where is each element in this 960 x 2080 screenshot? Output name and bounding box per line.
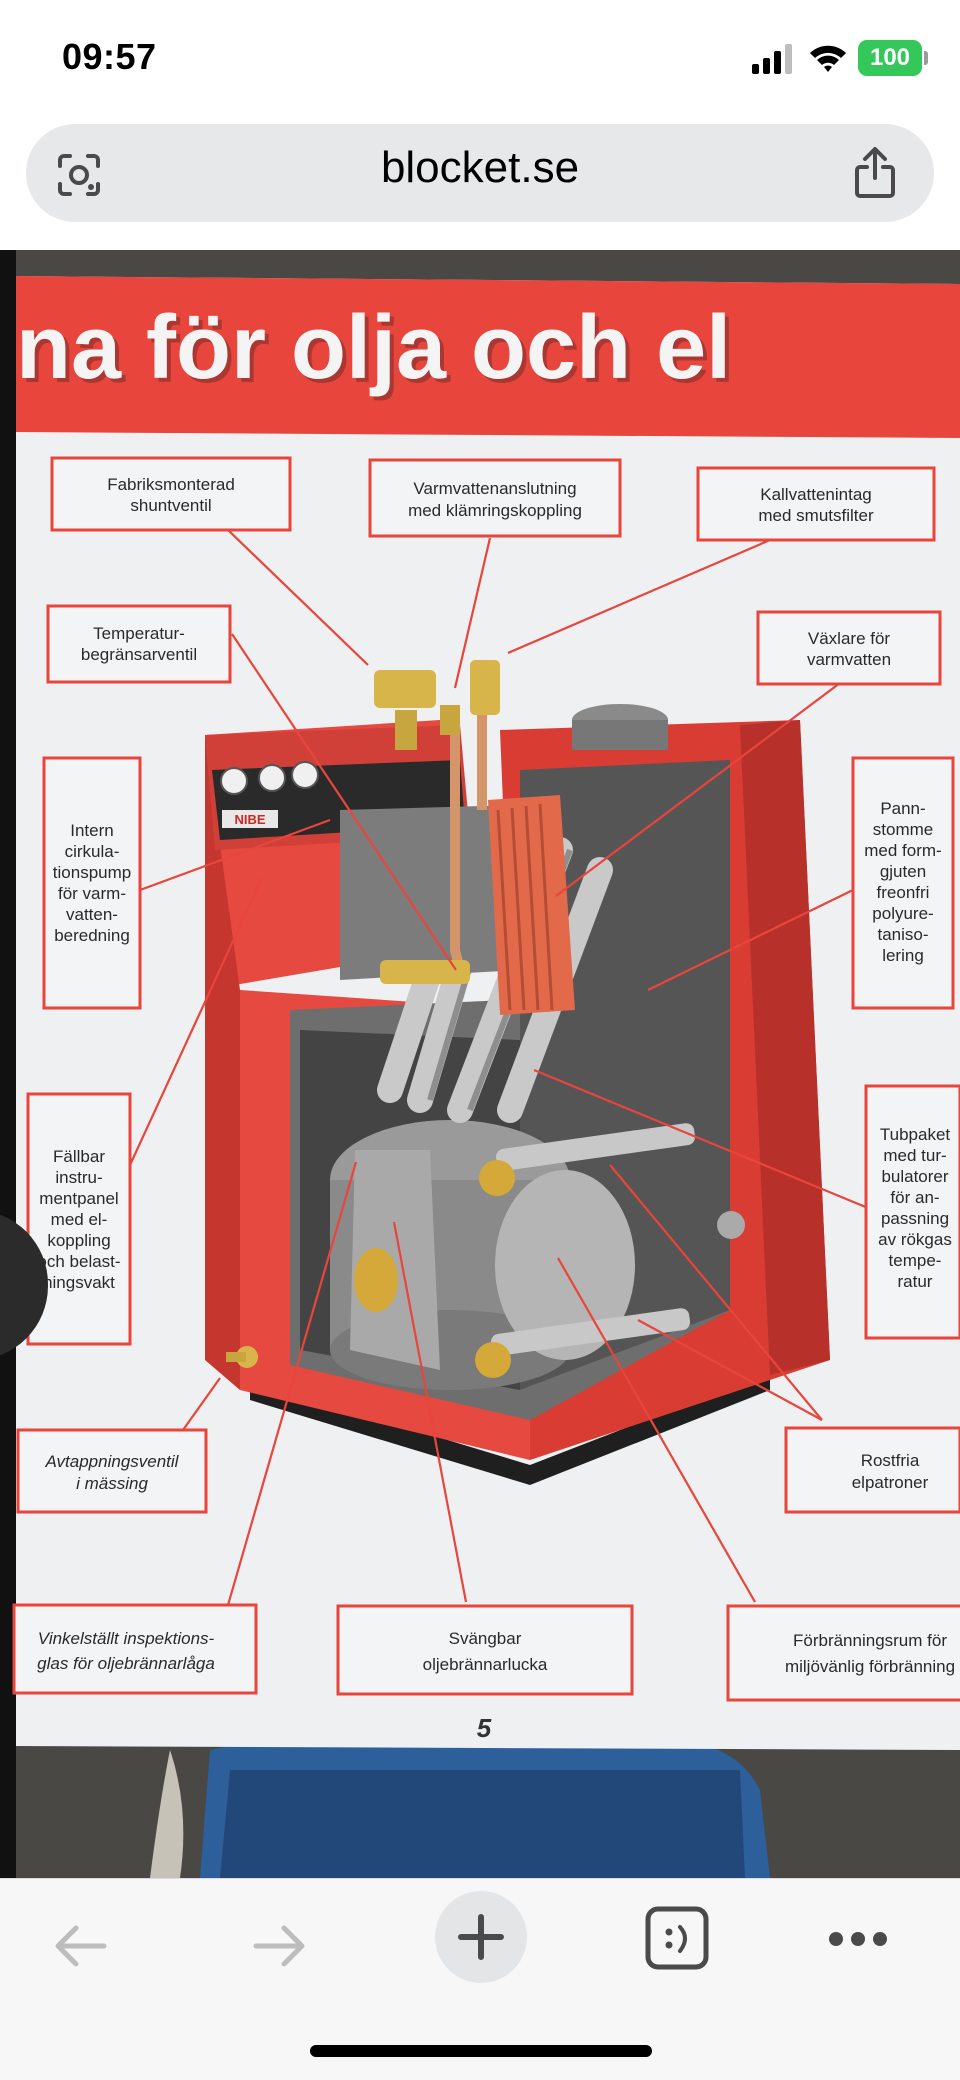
home-indicator [310,2045,652,2057]
boiler-illustration: NIBE [205,660,830,1485]
floor-line [150,1750,184,1878]
page-number: 5 [477,1713,492,1743]
battery-level: 100 [869,44,911,71]
share-icon[interactable] [852,146,898,200]
label-avtappning: Avtappningsventil i mässing [16,1428,208,1514]
label-vinkel-line2: glas för oljebrännarlåga [37,1654,215,1673]
label-varmvatten-line2: med klämringskoppling [408,501,582,520]
label-intern-line3: tionspump [53,863,131,882]
label-vaxlare-line1: Växlare för [808,629,891,648]
label-tubpaket-line5: passning [881,1209,949,1228]
label-fallbar-line1: Fällbar [53,1147,105,1166]
battery-cap [924,51,928,65]
label-vinkel: Vinkelställt inspektions- glas för oljeb… [12,1603,258,1695]
status-time: 09:57 [62,36,157,77]
label-vinkel-line1: Vinkelställt inspektions- [38,1629,215,1648]
cellular-signal-icon [752,44,792,74]
forward-arrow-icon[interactable] [250,1921,310,1971]
tabs-icon[interactable] [644,1905,710,1971]
label-tubpaket-line6: av rökgas [878,1230,952,1249]
label-avtappning-line2: i mässing [76,1474,148,1493]
label-pann-line5: freonfri [877,883,930,902]
label-temperatur: Temperatur- begränsarventil [46,604,232,684]
label-fallbar-line2: instru- [55,1168,102,1187]
status-bar: 09:57 100 [0,0,960,118]
label-forbranning-line2: miljövänlig förbränning [785,1657,955,1676]
label-fabriks-line1: Fabriksmonterad [107,475,235,494]
new-tab-button[interactable] [435,1891,527,1983]
label-intern-line2: cirkula- [65,842,120,861]
url-text[interactable]: blocket.se [380,143,580,192]
label-pann-line4: gjuten [880,862,926,881]
label-intern-line1: Intern [70,821,113,840]
label-tubpaket-line4: för an- [890,1188,939,1207]
more-icon[interactable] [826,1929,890,1949]
back-arrow-icon[interactable] [50,1921,110,1971]
label-fabriks-line2: shuntventil [130,496,211,515]
label-rostfria: Rostfria elpatroner [784,1426,960,1514]
poster-title-shadow: na för olja och el [20,302,735,402]
label-intern: Intern cirkula- tionspump för varm- vatt… [42,756,142,1010]
label-fallbar-line3: mentpanel [39,1189,118,1208]
panel-brand: NIBE [234,812,265,827]
label-temperatur-line2: begränsarventil [81,645,197,664]
label-forbranning: Förbränningsrum för miljövänlig förbränn… [726,1604,960,1702]
label-avtappning-line1: Avtappningsventil [45,1452,180,1471]
listing-photo[interactable]: na för olja och el na för olja och el [0,250,960,1878]
label-pann-line3: med form- [864,841,941,860]
label-intern-line6: beredning [54,926,130,945]
label-pann-line6: polyure- [872,904,933,923]
label-svangbar: Svängbar oljebrännarlucka [336,1604,634,1696]
leader-lines [129,529,869,1606]
label-tubpaket-line1: Tubpaket [880,1125,951,1144]
battery-icon: 100 [858,40,922,76]
label-intern-line4: för varm- [58,884,126,903]
label-fallbar: Fällbar instru- mentpanel med el- koppli… [26,1092,132,1346]
label-fallbar-line5: koppling [47,1231,110,1250]
label-pann-line7: taniso- [877,925,928,944]
label-varmvatten-line1: Varmvattenanslutning [413,479,576,498]
label-kallvatten-line1: Kallvattenintag [760,485,872,504]
wifi-icon [810,45,846,72]
label-tubpaket-line2: med tur- [883,1146,946,1165]
label-tubpaket-line3: bulatorer [881,1167,948,1186]
shoe-mesh [220,1770,745,1878]
label-tubpaket-line8: ratur [898,1272,933,1291]
label-intern-line5: vatten- [66,905,118,924]
plus-icon [458,1914,504,1960]
address-bar[interactable] [26,124,934,222]
label-pann-line8: lering [882,946,924,965]
label-vaxlare-line2: varmvatten [807,650,891,669]
label-kallvatten-line2: med smutsfilter [758,506,874,525]
label-fabriks: Fabriksmonterad shuntventil [50,456,292,532]
label-svangbar-line1: Svängbar [449,1629,522,1648]
label-varmvatten: Varmvattenanslutning med klämringskoppli… [368,458,622,538]
label-kallvatten: Kallvattenintag med smutsfilter [696,466,936,542]
label-temperatur-line1: Temperatur- [93,624,185,643]
label-vaxlare: Växlare för varmvatten [756,610,942,686]
left-shadow [0,250,16,1878]
google-lens-icon[interactable] [54,150,104,200]
poster-header-band [16,276,960,438]
label-fallbar-line7: ningsvakt [43,1273,115,1292]
label-svangbar-line2: oljebrännarlucka [423,1655,548,1674]
poster-scene: na för olja och el na för olja och el [0,250,960,1878]
label-tubpaket: Tubpaket med tur- bulatorer för an- pass… [864,1084,960,1340]
label-tubpaket-line7: tempe- [889,1251,942,1270]
label-fallbar-line4: med el- [51,1210,108,1229]
label-pann-line1: Pann- [880,799,925,818]
label-fallbar-line6: och belast- [37,1252,120,1271]
poster-title: na för olja och el [16,298,731,398]
label-rostfria-line2: elpatroner [852,1473,929,1492]
label-forbranning-line1: Förbränningsrum för [793,1631,947,1650]
label-pann-line2: stomme [873,820,933,839]
label-pann: Pann- stomme med form- gjuten freonfri p… [851,756,955,1010]
label-rostfria-line1: Rostfria [861,1451,920,1470]
